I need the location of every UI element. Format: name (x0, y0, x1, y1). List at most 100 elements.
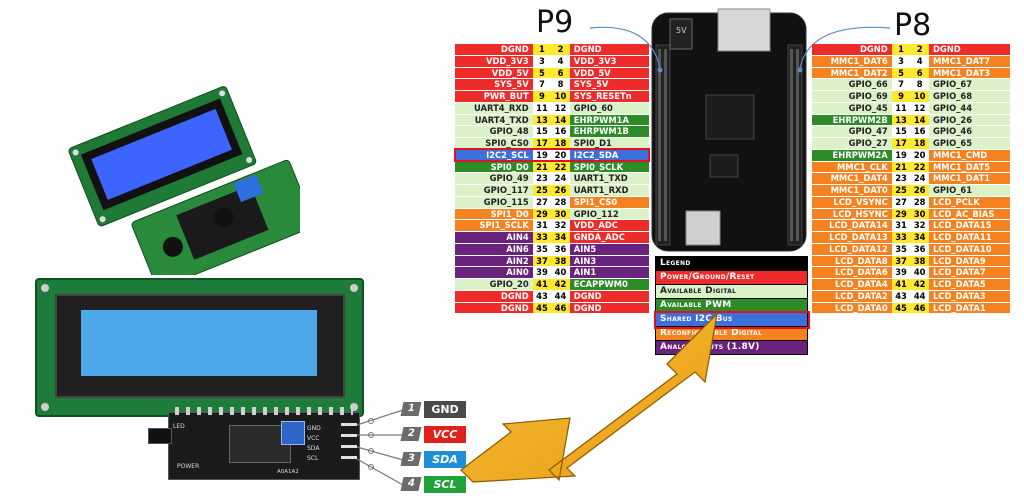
pin-name-right: UART1_TXD (570, 173, 649, 185)
lcd-diagram (35, 278, 364, 417)
pin-name-right: LCD_DATA11 (929, 232, 1010, 244)
p9-pin-row: GPIO_1172526UART1_RXD (455, 185, 649, 197)
pin-number-left: 7 (892, 79, 911, 91)
p9-label: P9 (536, 5, 573, 40)
pin-number-right: 40 (551, 267, 570, 279)
pin-name-right: AIN3 (570, 255, 649, 267)
pin-number-right: 32 (910, 220, 929, 232)
p9-pin-row: GPIO_492324UART1_TXD (455, 173, 649, 185)
pin-number-left: 19 (533, 149, 552, 161)
pin-number-left: 3 (533, 55, 552, 67)
pin-number-left: 39 (892, 267, 911, 279)
p9-pin-row: PWR_BUT910SYS_RESETn (455, 91, 649, 103)
pin-name-left: UART4_TXD (455, 114, 533, 126)
pin-number-right: 16 (551, 126, 570, 138)
pin-name-right: VDD_3V3 (570, 55, 649, 67)
pin-number-left: 35 (892, 243, 911, 255)
p9-pin-row: GPIO_1152728SPI1_CS0 (455, 196, 649, 208)
pin-name-right: LCD_DATA15 (929, 220, 1010, 232)
p9-pin-row: AIN43334GNDA_ADC (455, 232, 649, 244)
pin-name-left: DGND (455, 290, 533, 302)
pin-number-left: 29 (892, 208, 911, 220)
pin-name-left: AIN0 (455, 267, 533, 279)
pin-name-left: I2C2_SCL (455, 149, 533, 161)
pin-number-right: 26 (551, 185, 570, 197)
p8-pin-row: LCD_HSYNC2930LCD_AC_BIAS (812, 208, 1010, 220)
pin-number-right: 42 (551, 279, 570, 291)
p8-pin-row: LCD_DATA123536LCD_DATA10 (812, 243, 1010, 255)
pin-name-right: SPI1_CS0 (570, 196, 649, 208)
pin-name-left: LCD_DATA13 (812, 232, 892, 244)
pin-number-left: 17 (892, 138, 911, 150)
pin-name-right: GNDA_ADC (570, 232, 649, 244)
pin-name-left: LCD_DATA12 (812, 243, 892, 255)
lcd-screen (81, 310, 317, 376)
p8-pin-row: MMC1_DAT256MMC1_DAT3 (812, 67, 1010, 79)
pin-name-left: GPIO_69 (812, 91, 892, 103)
p9-pin-row: UART4_RXD1112GPIO_60 (455, 102, 649, 114)
i2c-pin-label: SDA (307, 445, 319, 452)
lcd-mount-hole (350, 284, 358, 292)
power-label: POWER (177, 463, 199, 470)
pin-number-left: 23 (892, 173, 911, 185)
p8-pin-row: LCD_DATA04546LCD_DATA1 (812, 302, 1010, 314)
pin-name-right: SPI0_D1 (570, 138, 649, 150)
pin-number-right: 38 (551, 255, 570, 267)
p9-pin-row: I2C2_SCL1920I2C2_SDA (455, 149, 649, 161)
legend-item: Available Digital (656, 285, 808, 299)
p9-pin-row: GPIO_481516EHRPWM1B (455, 126, 649, 138)
pin-name-left: GPIO_117 (455, 185, 533, 197)
pin-number-right: 28 (910, 196, 929, 208)
pin-number-left: 1 (892, 44, 911, 55)
wire-number: 1 (401, 402, 422, 416)
pin-name-right: GPIO_68 (929, 91, 1010, 103)
p8-pin-row: GPIO_471516GPIO_46 (812, 126, 1010, 138)
i2c-pin-label: VCC (307, 435, 319, 442)
pin-number-left: 11 (892, 102, 911, 114)
pin-name-right: DGND (929, 44, 1010, 55)
pin-name-left: MMC1_CLK (812, 161, 892, 173)
pin-number-left: 25 (892, 185, 911, 197)
pin-name-right: ECAPPWM0 (570, 279, 649, 291)
pin-number-right: 22 (910, 161, 929, 173)
pin-number-right: 14 (910, 114, 929, 126)
pin-name-left: AIN6 (455, 243, 533, 255)
i2c-backpack: GND VCC SDA SCL LED POWER A0A1A2 (168, 412, 360, 480)
pin-number-left: 5 (892, 67, 911, 79)
pin-number-left: 9 (533, 91, 552, 103)
pin-number-left: 5 (533, 67, 552, 79)
pin-name-left: LCD_DATA8 (812, 255, 892, 267)
p8-pin-row: EHRPWM2B1314GPIO_26 (812, 114, 1010, 126)
p8-pin-row: LCD_DATA133334LCD_DATA11 (812, 232, 1010, 244)
pin-number-right: 24 (910, 173, 929, 185)
pin-name-left: SPI0_D0 (455, 161, 533, 173)
pin-name-right: DGND (570, 44, 649, 55)
pin-number-left: 29 (533, 208, 552, 220)
p8-pin-row: MMC1_DAT02526GPIO_61 (812, 185, 1010, 197)
p8-pin-row: LCD_DATA83738LCD_DATA9 (812, 255, 1010, 267)
pin-number-left: 37 (533, 255, 552, 267)
wire-number: 2 (401, 427, 422, 441)
pin-name-right: SPI0_SCLK (570, 161, 649, 173)
pin-number-left: 17 (533, 138, 552, 150)
p9-pin-row: DGND4344DGND (455, 290, 649, 302)
pin-number-right: 18 (910, 138, 929, 150)
pin-name-left: AIN2 (455, 255, 533, 267)
pin-number-left: 33 (892, 232, 911, 244)
pin-number-left: 1 (533, 44, 552, 55)
pin-name-left: MMC1_DAT2 (812, 67, 892, 79)
pin-name-left: LCD_DATA4 (812, 279, 892, 291)
pin-number-right: 10 (551, 91, 570, 103)
pin-number-left: 15 (892, 126, 911, 138)
pin-number-left: 25 (533, 185, 552, 197)
connection-arrow (455, 310, 725, 490)
led-jumper (148, 428, 172, 444)
wire-number: 3 (401, 452, 422, 466)
pin-number-right: 30 (910, 208, 929, 220)
i2c-pin-label: SCL (307, 455, 318, 462)
p8-label: P8 (894, 8, 931, 43)
pin-number-right: 22 (551, 161, 570, 173)
pin-number-left: 9 (892, 91, 911, 103)
pin-number-left: 43 (533, 290, 552, 302)
pin-name-left: SPI0_CS0 (455, 138, 533, 150)
